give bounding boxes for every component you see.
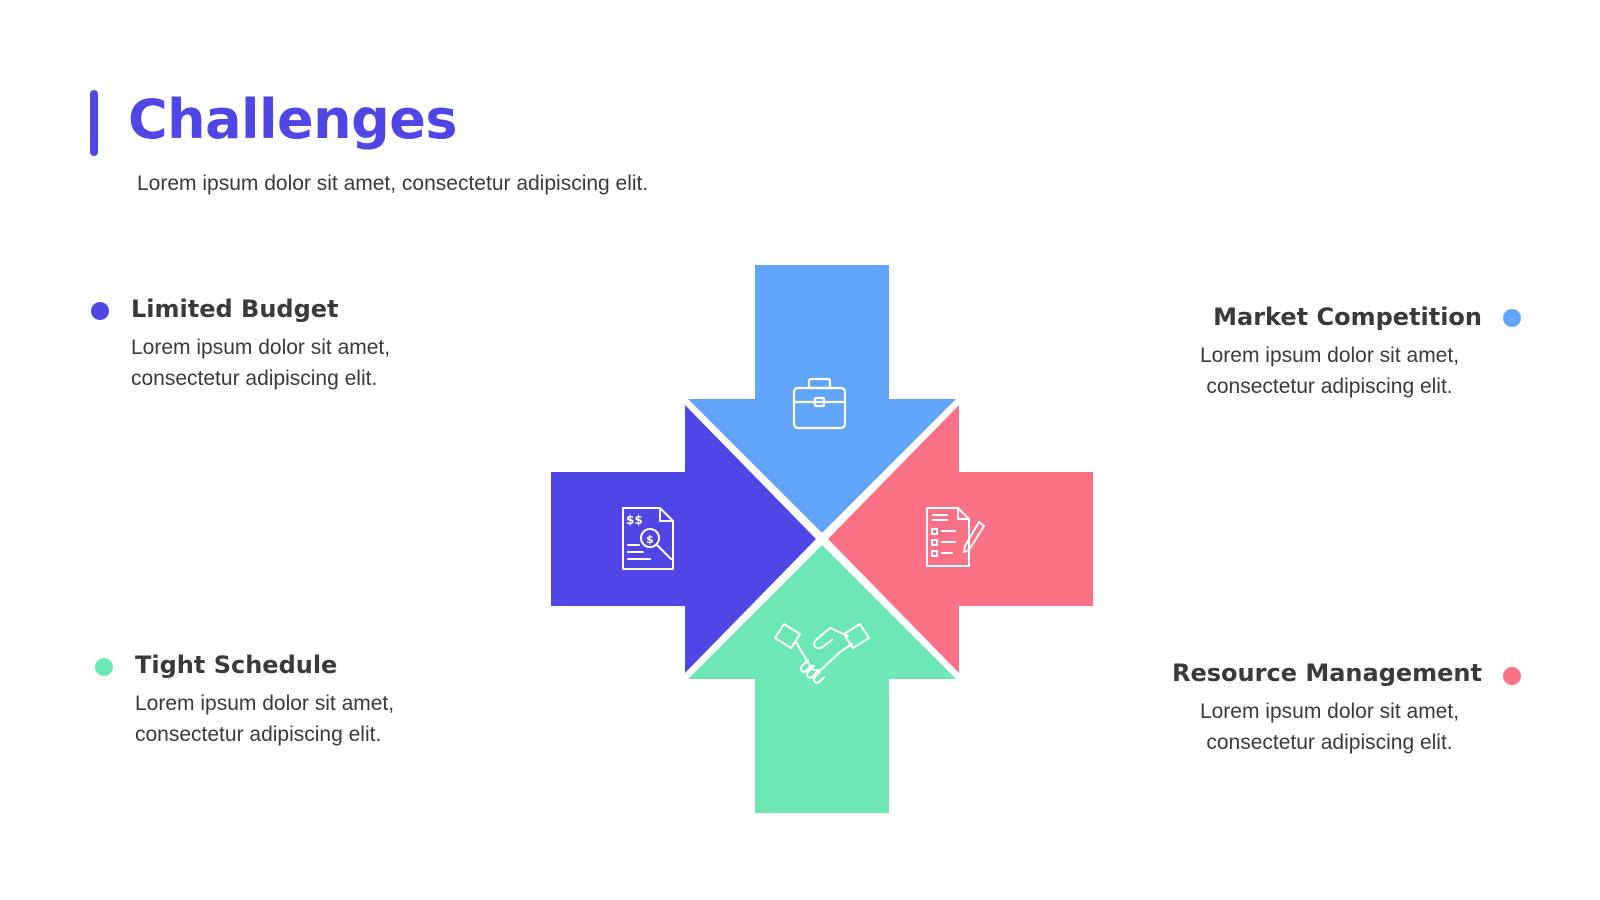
item-resource-management: Resource Management Lorem ipsum dolor si… [1122, 656, 1482, 758]
limited-budget-title: Limited Budget [131, 295, 339, 323]
resource-management-dot [1503, 667, 1521, 685]
tight-schedule-dot [95, 658, 113, 676]
page-title: Challenges [128, 88, 458, 151]
tight-schedule-description: Lorem ipsum dolor sit amet, consectetur … [135, 688, 495, 750]
checklist-pen-icon [926, 507, 985, 567]
resource-management-desc-line1: Lorem ipsum dolor sit amet, [1199, 700, 1460, 723]
resource-management-desc-line2: consectetur adipiscing elit. [1206, 731, 1453, 754]
tight-schedule-title: Tight Schedule [135, 651, 338, 679]
resource-management-description: Lorem ipsum dolor sit amet, consectetur … [1122, 696, 1482, 758]
svg-text:$: $ [646, 533, 654, 546]
tight-schedule-desc-line2: consectetur adipiscing elit. [135, 723, 382, 746]
item-market-competition: Market Competition Lorem ipsum dolor sit… [1122, 300, 1482, 402]
limited-budget-desc-line1: Lorem ipsum dolor sit amet, [131, 336, 391, 359]
arrow-limited-budget [551, 405, 816, 673]
page-subtitle: Lorem ipsum dolor sit amet, consectetur … [137, 172, 649, 195]
title-accent-bar [90, 90, 98, 156]
resource-management-title: Resource Management [1172, 659, 1482, 687]
budget-document-icon: $$ $ [622, 507, 674, 570]
market-competition-description: Lorem ipsum dolor sit amet, consectetur … [1122, 340, 1482, 402]
briefcase-icon [792, 377, 847, 430]
limited-budget-dot [91, 302, 109, 320]
handshake-icon [774, 623, 870, 684]
market-competition-desc-line2: consectetur adipiscing elit. [1206, 375, 1453, 398]
market-competition-desc-line1: Lorem ipsum dolor sit amet, [1199, 344, 1460, 367]
item-tight-schedule: Tight Schedule Lorem ipsum dolor sit ame… [135, 648, 495, 750]
limited-budget-description: Lorem ipsum dolor sit amet, consectetur … [131, 332, 491, 394]
limited-budget-desc-line2: consectetur adipiscing elit. [131, 367, 378, 390]
item-limited-budget: Limited Budget Lorem ipsum dolor sit ame… [131, 292, 491, 394]
market-competition-dot [1503, 309, 1521, 327]
market-competition-title: Market Competition [1213, 303, 1482, 331]
svg-text:$$: $$ [626, 513, 643, 527]
arrow-resource-management [828, 405, 1093, 673]
tight-schedule-desc-line1: Lorem ipsum dolor sit amet, [135, 692, 395, 715]
